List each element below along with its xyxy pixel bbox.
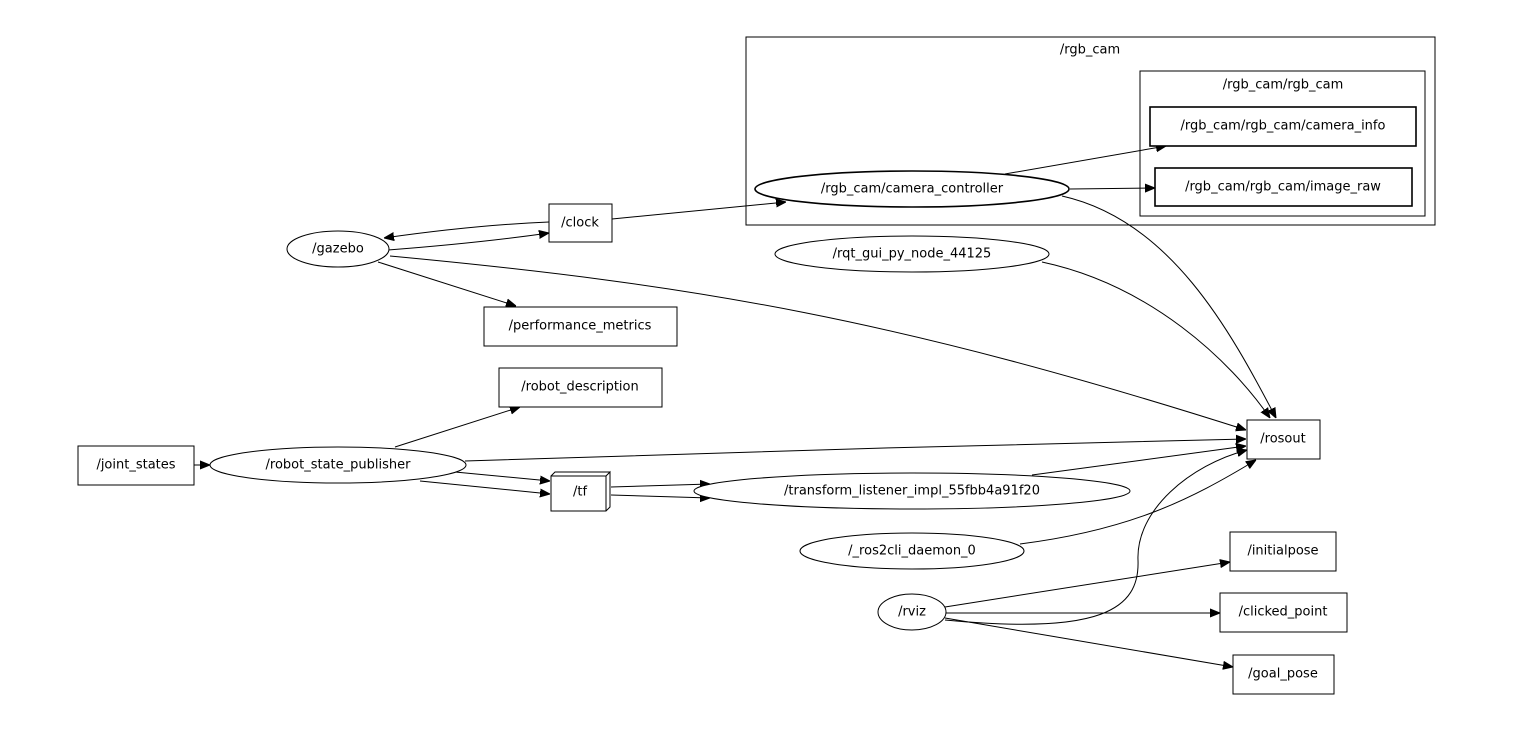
edge-robot-state-publisher-to-robot-description [394,407,520,448]
edge-tf-to-transform-listener-upper [610,484,710,487]
topic-image-raw-label: /rgb_cam/rgb_cam/image_raw [1185,180,1381,195]
edges [194,146,1276,667]
topic-clock-label: /clock [561,216,599,231]
edge-robot-state-publisher-to-tf-lower [419,480,550,494]
edge-ros2cli-daemon-to-rosout [1019,460,1256,545]
cluster-rgb-cam: /rgb_cam [745,36,1436,226]
topic-performance-metrics[interactable]: /performance_metrics [483,306,678,347]
edge-tf-to-transform-listener-lower [610,495,710,498]
topic-tf[interactable]: /tf [550,470,611,512]
node-ros2cli-daemon-label: /_ros2cli_daemon_0 [848,544,976,559]
topic-camera-info[interactable]: /rgb_cam/rgb_cam/camera_info [1149,106,1417,147]
topic-rosout-label: /rosout [1260,432,1305,447]
node-robot-state-publisher[interactable]: /robot_state_publisher [209,446,467,484]
node-ros2cli-daemon[interactable]: /_ros2cli_daemon_0 [799,532,1025,570]
edge-gazebo-to-clock [387,233,549,251]
node-rviz-label: /rviz [898,605,926,620]
node-rqt-gui[interactable]: /rqt_gui_py_node_44125 [774,235,1050,273]
node-gazebo[interactable]: /gazebo [286,230,390,268]
topic-performance-metrics-label: /performance_metrics [509,319,652,334]
edge-gazebo-to-rosout [389,255,1246,430]
edge-robot-state-publisher-to-rosout [464,439,1246,462]
topic-clicked-point-label: /clicked_point [1239,605,1328,620]
topic-clock[interactable]: /clock [548,203,613,243]
edge-camera-controller-to-image-raw [1069,188,1155,189]
node-rqt-gui-label: /rqt_gui_py_node_44125 [833,247,992,262]
topic-goal-pose[interactable]: /goal_pose [1232,654,1335,695]
topic-joint-states-label: /joint_states [96,458,175,473]
cluster-rgb-cam-label: /rgb_cam [1060,43,1120,58]
node-transform-listener[interactable]: /transform_listener_impl_55fbb4a91f20 [693,472,1131,510]
cluster-rgb-cam-rgb-cam: /rgb_cam/rgb_cam [1139,70,1426,217]
edge-clock-to-gazebo [384,221,550,238]
topic-joint-states[interactable]: /joint_states [77,445,195,486]
topic-clicked-point[interactable]: /clicked_point [1219,592,1348,633]
node-rviz[interactable]: /rviz [877,593,947,631]
topic-goal-pose-label: /goal_pose [1248,667,1318,682]
topic-rosout[interactable]: /rosout [1246,419,1321,460]
edge-robot-state-publisher-to-tf-upper [454,471,550,481]
edge-rviz-to-initialpose [944,562,1230,608]
edge-rqt-gui-to-rosout [1041,261,1270,418]
topic-image-raw[interactable]: /rgb_cam/rgb_cam/image_raw [1154,167,1413,207]
edge-clock-to-camera-controller [611,202,786,220]
edge-gazebo-to-performance-metrics [377,261,516,306]
cluster-rgb-cam-rgb-cam-label: /rgb_cam/rgb_cam [1223,78,1344,93]
node-gazebo-label: /gazebo [312,242,364,257]
node-transform-listener-label: /transform_listener_impl_55fbb4a91f20 [784,484,1040,499]
topic-camera-info-label: /rgb_cam/rgb_cam/camera_info [1181,119,1386,134]
topic-tf-label: /tf [573,485,587,500]
edge-transform-listener-to-rosout [1031,446,1246,476]
topic-initialpose-label: /initialpose [1247,544,1318,559]
topic-initialpose[interactable]: /initialpose [1229,531,1337,572]
edge-camera-controller-to-rosout [1061,195,1276,418]
node-robot-state-publisher-label: /robot_state_publisher [266,458,412,473]
topic-robot-description-label: /robot_description [521,380,638,395]
node-camera-controller-label: /rgb_cam/camera_controller [821,182,1004,197]
edge-rviz-to-rosout [944,450,1247,625]
edge-rviz-to-goal-pose [944,617,1233,667]
edge-camera-controller-to-camera-info [1004,146,1166,175]
node-camera-controller[interactable]: /rgb_cam/camera_controller [754,170,1070,208]
topic-robot-description[interactable]: /robot_description [498,367,663,408]
